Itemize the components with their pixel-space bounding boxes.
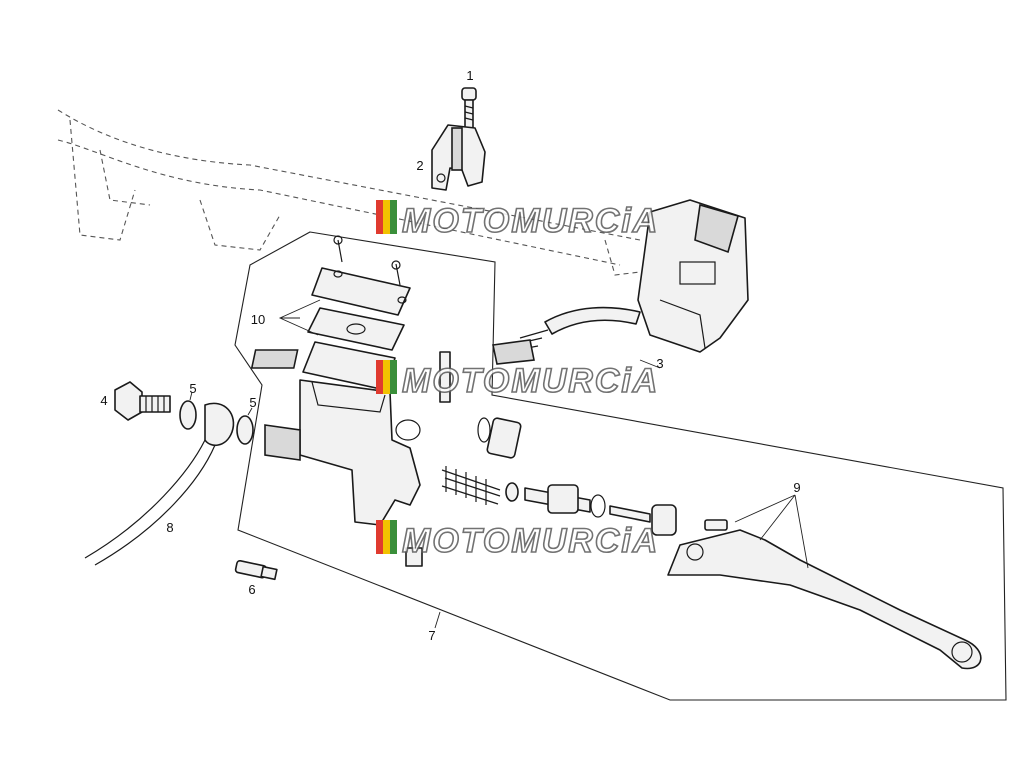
callout-3: 1 <box>466 68 473 83</box>
callout-5a: 5 <box>189 381 196 396</box>
part-9-brake-lever <box>667 519 982 670</box>
callout-9: 9 <box>793 480 800 495</box>
part-8-brake-hose <box>84 402 235 566</box>
part-6-bleed-valve <box>234 559 278 581</box>
part-5-washer-a <box>179 400 197 430</box>
part-1-switch-housing <box>492 199 749 365</box>
callout-8: 8 <box>166 520 173 535</box>
part-5-washer-b <box>236 415 254 445</box>
callout-2: 2 <box>416 158 423 173</box>
callout-4: 4 <box>100 393 107 408</box>
watermark-middle: MOTOMURCiA <box>376 360 659 401</box>
part-2-clamp <box>431 124 486 191</box>
piston-assembly <box>441 417 677 536</box>
part-3-screw <box>461 87 477 129</box>
part-10-reservoir-cover-set <box>250 235 411 391</box>
callout-7: 7 <box>428 628 435 643</box>
callout-10: 10 <box>251 312 265 327</box>
watermark-bottom: MOTOMURCiA <box>376 520 659 561</box>
callout-1: 3 <box>656 356 663 371</box>
master-cylinder-kit-frame <box>234 231 1007 701</box>
callout-6: 6 <box>248 582 255 597</box>
watermark-text: MOTOMURCiA <box>402 362 659 400</box>
part-4-banjo-bolt <box>114 381 171 421</box>
watermark-text: MOTOMURCiA <box>402 522 659 560</box>
leader-lines <box>189 299 809 629</box>
handlebar-outline <box>57 109 641 276</box>
callout-5b: 5 <box>249 395 256 410</box>
watermark-top: MOTOMURCiA <box>376 200 659 241</box>
watermark-text: MOTOMURCiA <box>402 202 659 240</box>
